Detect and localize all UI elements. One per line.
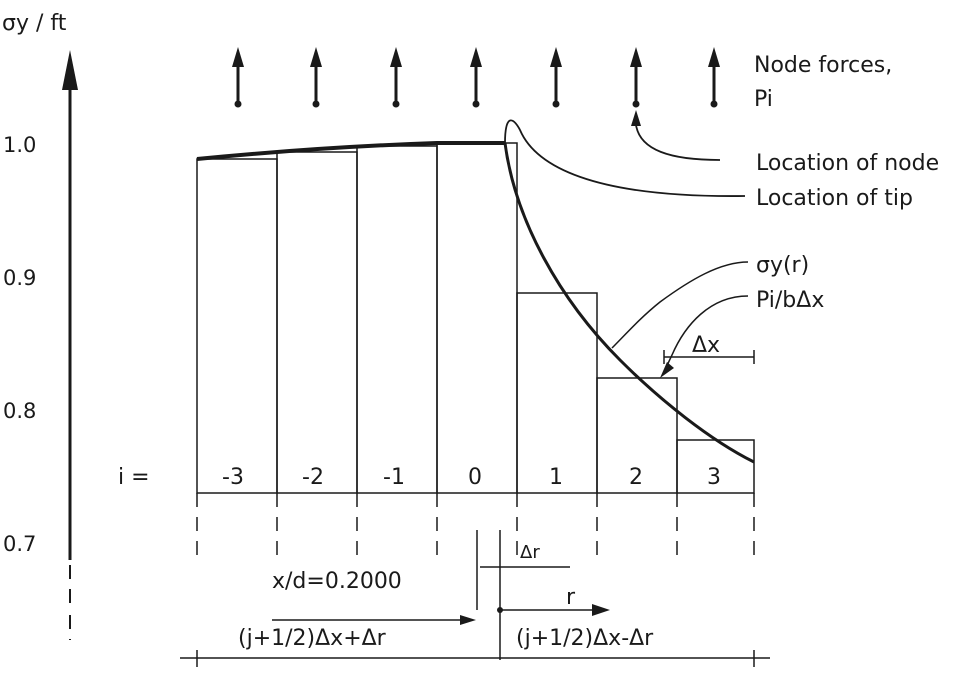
location-tip-label: Location of tip <box>756 186 913 211</box>
dr-label: Δr <box>520 542 540 563</box>
y-tick-label: 0.8 <box>3 399 36 423</box>
node-forces-label: Node forces, <box>754 53 892 78</box>
node-force-arrow-icon <box>708 47 720 108</box>
sigma-r-label: σy(r) <box>756 253 809 278</box>
index-label: i = <box>118 465 150 490</box>
node-force-arrow-icon <box>550 47 562 108</box>
r-label: r <box>566 585 576 610</box>
xd-label: x/d=0.2000 <box>272 569 402 594</box>
element-index: -2 <box>302 465 324 490</box>
element-index: 1 <box>549 465 563 490</box>
annotations: Node forces, Pi Location of node Locatio… <box>504 53 939 378</box>
node-force-arrow-icon <box>630 47 642 108</box>
element-index: 2 <box>629 465 643 490</box>
location-node-label: Location of node <box>756 151 939 176</box>
stress-curve <box>196 141 755 464</box>
left-dimension-label: (j+1/2)Δx+Δr <box>238 626 387 651</box>
y-axis-label: σy / ft <box>2 11 67 36</box>
pi-bdx-label: Pi/bΔx <box>756 288 824 313</box>
index-row: i = -3 -2 -1 0 1 2 3 <box>118 465 721 490</box>
element-index: 3 <box>707 465 721 490</box>
element-index: 0 <box>468 465 482 490</box>
y-tick-label: 0.7 <box>3 532 36 556</box>
node-force-arrows <box>232 47 720 108</box>
node-force-arrow-icon <box>310 47 322 108</box>
node-force-arrow-icon <box>390 47 402 108</box>
element-index: -1 <box>383 465 405 490</box>
y-tick-label: 0.9 <box>3 266 36 290</box>
dimension-lines: Δr x/d=0.2000 r (j+1/2)Δx+Δr (j+1/2)Δx-Δ… <box>180 530 770 667</box>
node-forces-symbol: Pi <box>754 87 773 112</box>
y-axis-arrow-icon <box>62 50 78 90</box>
element-index: -3 <box>222 465 244 490</box>
node-force-arrow-icon <box>232 47 244 108</box>
node-force-arrow-icon <box>470 47 482 108</box>
element-blocks <box>196 142 755 555</box>
y-axis: σy / ft 1.0 0.9 0.8 0.7 <box>2 11 78 640</box>
dx-label: Δx <box>692 333 720 358</box>
y-tick-label: 1.0 <box>3 133 36 157</box>
right-dimension-label: (j+1/2)Δx-Δr <box>516 626 654 651</box>
